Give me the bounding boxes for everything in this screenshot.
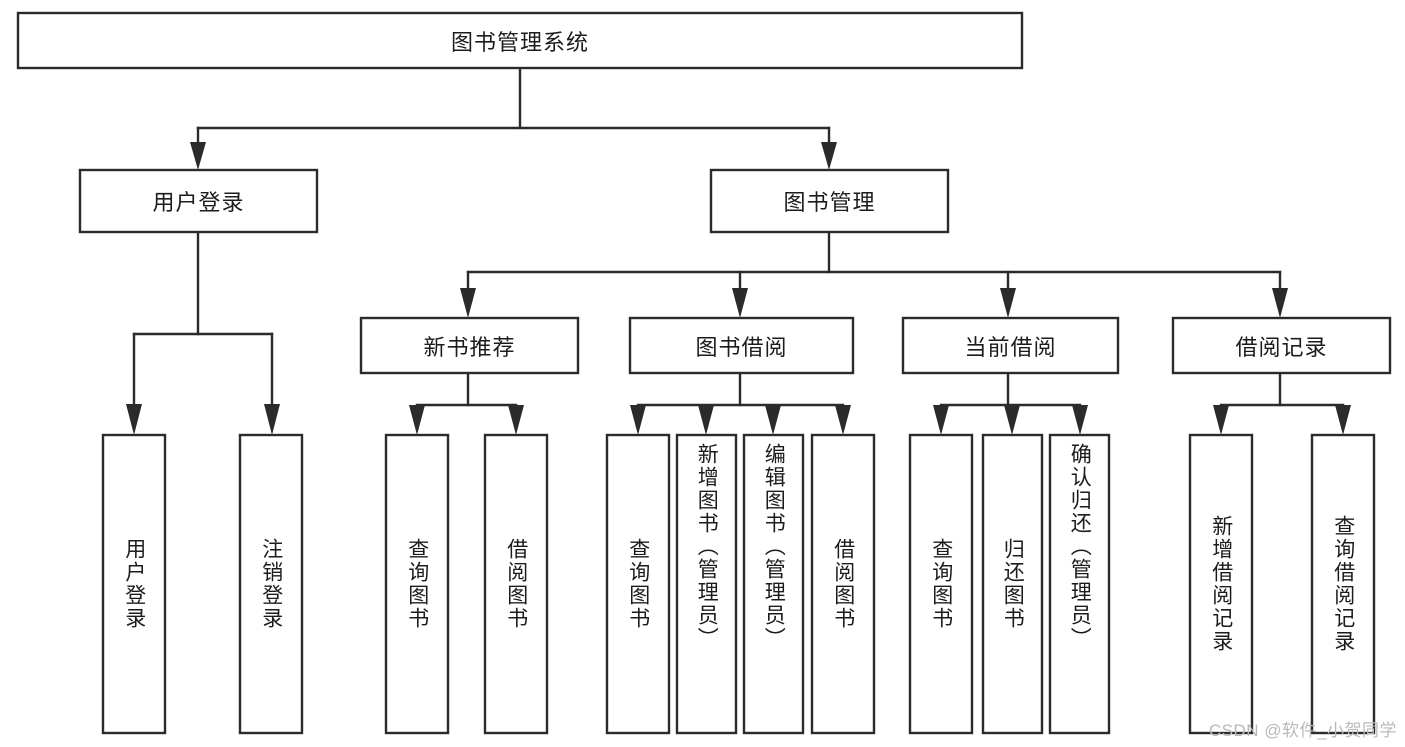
node-leaf-query-book-borrow[interactable] — [605, 433, 671, 735]
connector-group-record — [1213, 371, 1351, 435]
node-leaf-return-book[interactable] — [981, 433, 1044, 735]
node-leaf-confirm-return-admin[interactable] — [1048, 433, 1111, 735]
arrowhead-current-0 — [933, 405, 949, 435]
connector-group-borrow — [630, 371, 851, 435]
node-current-borrow[interactable] — [901, 316, 1120, 375]
node-leaf-user-login[interactable] — [101, 433, 167, 735]
arrowhead-root-0 — [190, 142, 206, 170]
node-leaf-query-borrow-record[interactable] — [1310, 433, 1376, 735]
arrowhead-login-0 — [126, 404, 142, 435]
connector-group-root — [190, 66, 837, 170]
node-leaf-logout[interactable] — [238, 433, 304, 735]
node-leaf-borrow-book-new[interactable] — [483, 433, 549, 735]
connector-group-user-login — [126, 230, 280, 435]
node-leaf-query-book-new[interactable] — [384, 433, 450, 735]
node-root[interactable] — [16, 11, 1024, 70]
arrowhead-record-1 — [1335, 405, 1351, 435]
arrowhead-current-1 — [1004, 405, 1020, 435]
arrowhead-record-0 — [1213, 405, 1229, 435]
arrowhead-mgmt-2 — [1000, 288, 1016, 318]
node-book-borrow[interactable] — [628, 316, 855, 375]
node-book-management[interactable] — [709, 168, 950, 234]
arrowhead-mgmt-0 — [460, 288, 476, 318]
watermark: CSDN @软件_小贺同学 — [1208, 721, 1397, 740]
arrowhead-mgmt-1 — [732, 288, 748, 318]
node-leaf-borrow-book[interactable] — [810, 433, 876, 735]
node-new-book-recommend[interactable] — [359, 316, 580, 375]
arrowhead-root-1 — [821, 142, 837, 170]
arrowhead-newbook-0 — [409, 405, 425, 435]
arrowhead-login-1 — [264, 404, 280, 435]
arrowhead-current-2 — [1072, 405, 1088, 435]
connector-group-current — [933, 371, 1088, 435]
arrowhead-mgmt-3 — [1272, 288, 1288, 318]
node-borrow-record[interactable] — [1171, 316, 1392, 375]
arrowhead-borrow-2 — [765, 405, 781, 435]
node-leaf-edit-book-admin[interactable] — [742, 433, 805, 735]
connector-group-book-mgmt — [460, 230, 1288, 318]
arrowhead-borrow-0 — [630, 405, 646, 435]
arrowhead-borrow-3 — [835, 405, 851, 435]
arrowhead-newbook-1 — [508, 405, 524, 435]
connector-group-new-books — [409, 371, 524, 435]
node-leaf-query-book-current[interactable] — [908, 433, 974, 735]
node-leaf-add-borrow-record[interactable] — [1188, 433, 1254, 735]
node-user-login[interactable] — [78, 168, 319, 234]
node-leaf-add-book-admin[interactable] — [675, 433, 738, 735]
arrowhead-borrow-1 — [698, 405, 714, 435]
